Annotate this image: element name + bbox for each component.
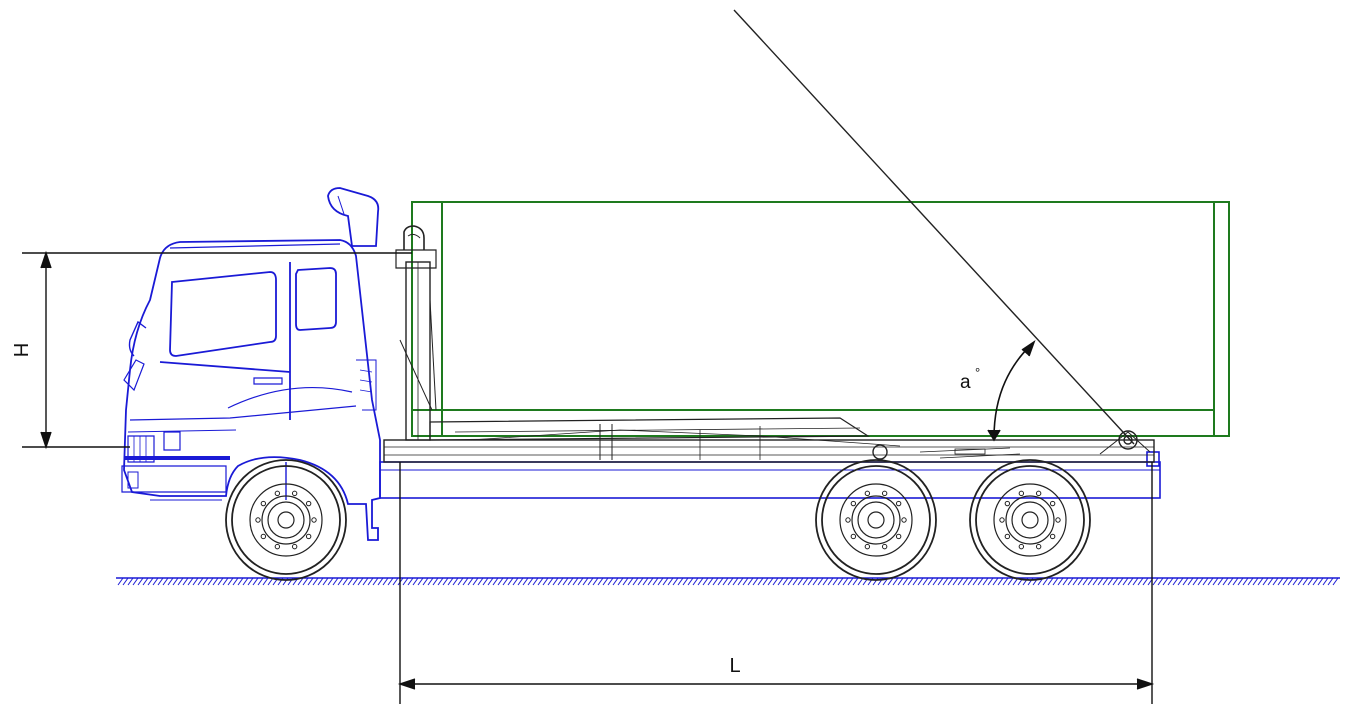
height-dimension <box>22 250 412 450</box>
truck-cab <box>121 187 381 541</box>
angle-unit-label: ° <box>975 365 980 380</box>
truck-chassis <box>379 451 1161 499</box>
wheel-front <box>225 459 347 581</box>
wheels <box>225 459 1091 581</box>
height-label: H <box>9 343 31 357</box>
angle-arc <box>987 339 1036 442</box>
length-dimension <box>397 462 1155 704</box>
length-label-bg <box>712 646 758 680</box>
hooklift-subframe <box>383 225 1155 463</box>
tilt-line <box>733 9 1135 445</box>
height-label-bg <box>2 330 38 370</box>
container-box <box>411 201 1230 437</box>
wheel-middle <box>815 459 937 581</box>
ground <box>116 577 1340 586</box>
wheel-rear <box>969 459 1091 581</box>
length-label: L <box>729 655 740 677</box>
angle-label: a <box>960 372 971 393</box>
